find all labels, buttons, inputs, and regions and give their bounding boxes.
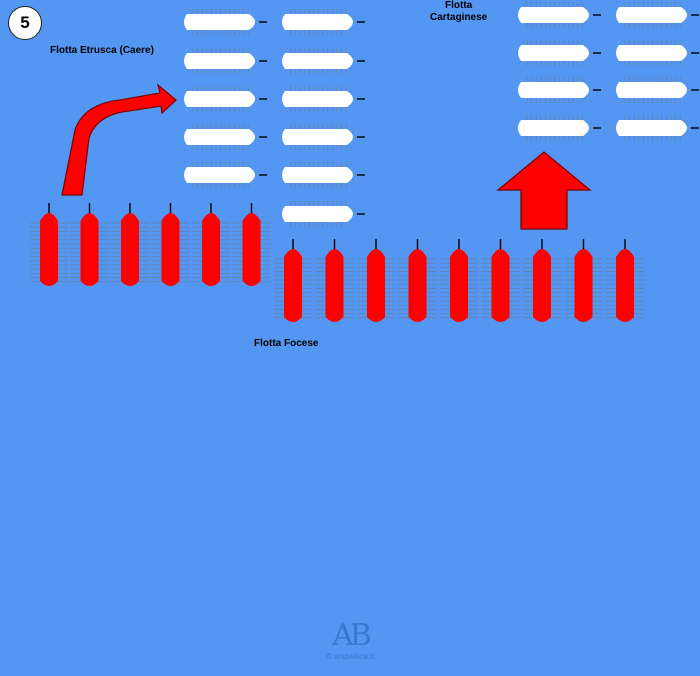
phocaean-ship bbox=[315, 239, 354, 322]
hull bbox=[80, 213, 99, 286]
carthaginian-ship bbox=[616, 40, 699, 66]
ships-layer bbox=[30, 2, 699, 322]
hull bbox=[616, 82, 687, 98]
hull bbox=[184, 129, 255, 145]
hull bbox=[184, 91, 255, 107]
phocaean-ship bbox=[70, 203, 109, 286]
phocaean-ship bbox=[440, 239, 478, 322]
phocaean-fleet-label: Flotta Focese bbox=[254, 338, 319, 349]
hull bbox=[161, 213, 180, 286]
etruscan-ship bbox=[184, 9, 267, 35]
etruscan-ship bbox=[282, 86, 365, 112]
carthaginian-ship bbox=[616, 2, 699, 28]
hull bbox=[367, 249, 385, 322]
hull bbox=[450, 249, 468, 322]
etruscan-fleet-label: Flotta Etrusca (Caere) bbox=[50, 45, 154, 56]
hull bbox=[518, 45, 589, 61]
hull bbox=[282, 91, 353, 107]
etruscan-ship bbox=[282, 9, 365, 35]
hull bbox=[184, 167, 255, 183]
carthaginian-ship bbox=[518, 115, 601, 141]
phocaean-ship bbox=[481, 239, 520, 322]
hull bbox=[518, 7, 589, 23]
etruscan-ship bbox=[282, 124, 365, 150]
hull bbox=[282, 14, 353, 30]
phocaean-ship bbox=[151, 203, 190, 286]
etruscan-ship bbox=[282, 162, 365, 188]
curved-attack-arrow bbox=[61, 83, 177, 196]
hull bbox=[616, 120, 687, 136]
block-attack-arrow bbox=[496, 151, 592, 230]
etruscan-ship bbox=[184, 48, 267, 74]
phocaean-ship bbox=[398, 239, 437, 322]
hull bbox=[184, 53, 255, 69]
hull bbox=[616, 45, 687, 61]
phocaean-ship bbox=[564, 239, 603, 322]
step-number-badge: 5 bbox=[8, 6, 42, 40]
etruscan-ship bbox=[282, 48, 365, 74]
hull bbox=[518, 120, 589, 136]
hull bbox=[491, 249, 510, 322]
carthaginian-ship bbox=[616, 115, 699, 141]
phocaean-ship bbox=[30, 203, 68, 286]
phocaean-ship bbox=[606, 239, 644, 322]
arrows-layer bbox=[61, 83, 592, 230]
hull bbox=[284, 249, 302, 322]
hull bbox=[184, 14, 255, 30]
hull bbox=[533, 249, 551, 322]
phocaean-ship bbox=[111, 203, 149, 286]
hull bbox=[202, 213, 220, 286]
phocaean-ship bbox=[357, 239, 395, 322]
carthaginian-ship bbox=[518, 40, 601, 66]
hull bbox=[574, 249, 593, 322]
phocaean-ship bbox=[523, 239, 561, 322]
hull bbox=[616, 7, 687, 23]
hull bbox=[408, 249, 427, 322]
carthaginian-ship bbox=[616, 77, 699, 103]
etruscan-ship bbox=[184, 124, 267, 150]
hull bbox=[40, 213, 58, 286]
arsbellica-logo: AB © arsbellica.it bbox=[316, 620, 384, 662]
hull bbox=[325, 249, 344, 322]
hull bbox=[616, 249, 634, 322]
carthaginian-ship bbox=[518, 77, 601, 103]
copyright-text: © arsbellica.it bbox=[325, 652, 375, 661]
etruscan-ship bbox=[184, 162, 267, 188]
carthaginian-fleet-label: Flotta Cartaginese bbox=[430, 0, 488, 23]
hull bbox=[121, 213, 139, 286]
hull bbox=[282, 53, 353, 69]
hull bbox=[518, 82, 589, 98]
hull bbox=[242, 213, 261, 286]
phocaean-ship bbox=[232, 203, 271, 286]
phocaean-ship bbox=[274, 239, 312, 322]
hull bbox=[282, 129, 353, 145]
hull bbox=[282, 167, 353, 183]
carthaginian-ship bbox=[518, 2, 601, 28]
etruscan-ship bbox=[184, 86, 267, 112]
hull bbox=[282, 206, 353, 222]
etruscan-ship bbox=[282, 201, 365, 227]
phocaean-ship bbox=[192, 203, 230, 286]
logo-mark: AB bbox=[332, 618, 372, 653]
